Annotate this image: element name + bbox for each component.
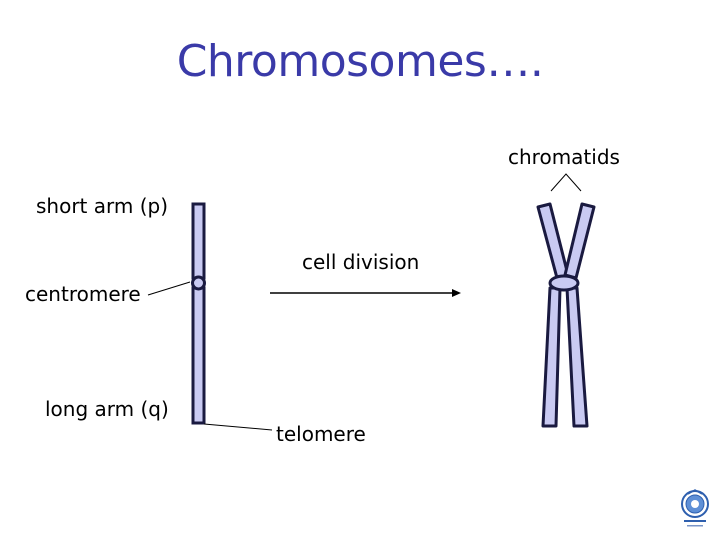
chromosome-short-arm <box>191 202 206 280</box>
duplicated-chromosome <box>536 202 596 428</box>
chromatid-right-lower-arm <box>565 286 589 428</box>
telomere-label: telomere <box>276 422 366 446</box>
university-seal-icon <box>681 489 709 527</box>
chromatid-left-upper-arm <box>536 202 570 280</box>
chromatids-label: chromatids <box>508 145 620 169</box>
page-title: Chromosomes…. <box>176 36 544 87</box>
duplicated-centromere <box>548 274 580 292</box>
short-arm-label: short arm (p) <box>36 194 169 218</box>
chromatids-pointer <box>550 173 582 192</box>
centromere-label: centromere <box>25 282 141 306</box>
chromatid-right-upper-arm <box>563 202 596 280</box>
centromere-pointer-line <box>147 281 191 296</box>
chromosome-long-arm <box>191 286 206 425</box>
telomere-pointer-line <box>203 423 273 431</box>
centromere-knob <box>191 275 206 291</box>
cell-division-label: cell division <box>302 250 420 274</box>
single-chromosome <box>191 202 206 425</box>
chromatid-left-lower-arm <box>541 286 562 428</box>
cell-division-arrow <box>270 289 461 297</box>
long-arm-label: long arm (q) <box>45 397 169 421</box>
